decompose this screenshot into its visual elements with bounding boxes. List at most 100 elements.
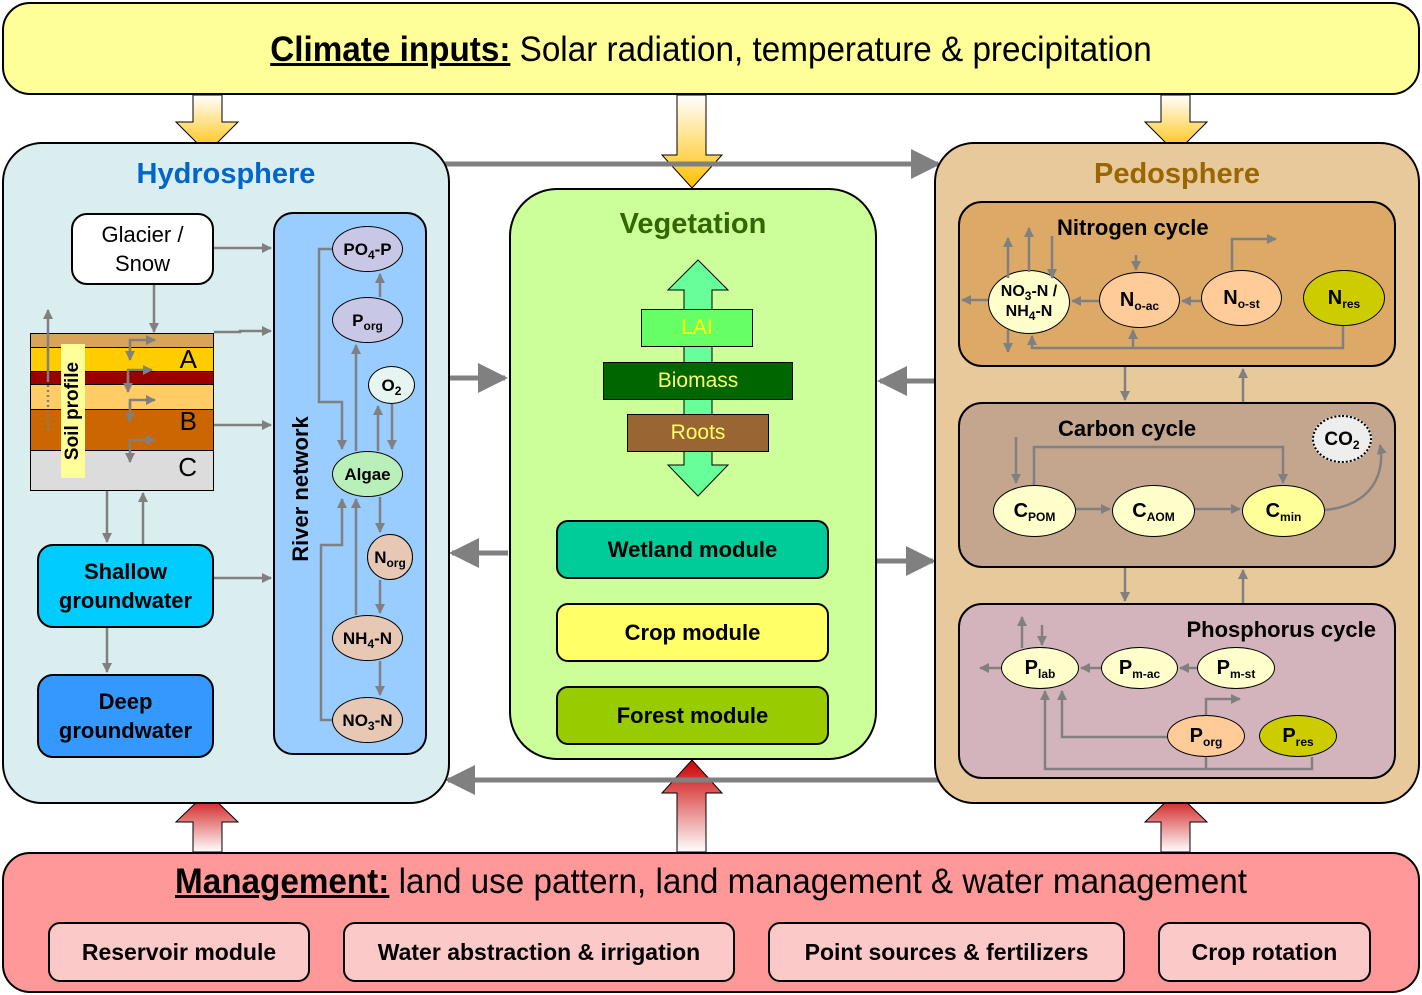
river-node-porg[interactable]: Porg <box>332 297 403 343</box>
forest-module-box[interactable]: Forest module <box>556 686 829 745</box>
management-arrow-vegetation <box>660 759 724 853</box>
norg-sub: org <box>386 555 406 570</box>
deep-groundwater-box[interactable]: Deep groundwater <box>37 674 214 758</box>
plab-main: P <box>1024 656 1038 679</box>
carbon-cycle-title: Carbon cycle <box>1058 416 1197 441</box>
o2-main: O <box>381 375 395 395</box>
reservoir-module-button[interactable]: Reservoir module <box>48 922 310 982</box>
c-node-cmin[interactable]: Cmin <box>1242 485 1325 537</box>
hydrosphere-title: Hydrosphere <box>136 158 316 190</box>
no3nh4-t1: -N / <box>1031 283 1058 300</box>
nres-main: N <box>1327 286 1343 309</box>
noac-main: N <box>1119 288 1135 311</box>
river-node-o2[interactable]: O2 <box>368 366 415 404</box>
roots-bar: Roots <box>627 414 769 452</box>
soil-horizon-a: A <box>179 344 197 374</box>
po4p-tail: -P <box>374 239 392 259</box>
river-node-algae[interactable]: Algae <box>332 451 403 497</box>
n-node-nost[interactable]: No-st <box>1201 270 1282 326</box>
plab-sub: lab <box>1038 666 1056 681</box>
co2-main: CO <box>1324 428 1353 450</box>
co2-sub: 2 <box>1352 437 1360 452</box>
pres-sub: res <box>1295 734 1314 749</box>
deep-groundwater-label: Deep groundwater <box>58 689 193 743</box>
p-node-plab[interactable]: Plab <box>1001 647 1079 689</box>
algae-label: Algae <box>344 464 391 484</box>
river-node-nh4n[interactable]: NH4-N <box>332 615 403 661</box>
p-porg-sub: org <box>1203 734 1223 749</box>
nost-main: N <box>1223 286 1238 309</box>
glacier-snow-label: Glacier / Snow <box>101 222 184 276</box>
c-node-caom[interactable]: CAOM <box>1112 485 1195 537</box>
nost-sub: o-st <box>1237 296 1260 311</box>
po4p-main: PO <box>343 239 368 259</box>
roots-label: Roots <box>670 421 726 444</box>
c-node-cpom[interactable]: CPOM <box>993 485 1076 537</box>
phosphorus-cycle-panel: Phosphorus cycle <box>958 603 1396 779</box>
p-node-pres[interactable]: Pres <box>1259 715 1337 757</box>
n-node-nres[interactable]: Nres <box>1303 270 1385 326</box>
nh4n-tail: -N <box>374 628 393 648</box>
pmac-sub: m-ac <box>1132 666 1161 681</box>
management-text: land use pattern, land management & wate… <box>389 862 1247 901</box>
p-node-pmst[interactable]: Pm-st <box>1197 647 1275 689</box>
p-node-porg[interactable]: Porg <box>1167 715 1245 757</box>
no3nh4-l1: NO <box>1000 283 1025 300</box>
o2-sub: 2 <box>394 383 402 398</box>
water-abstraction-button[interactable]: Water abstraction & irrigation <box>343 922 735 982</box>
pres-main: P <box>1282 724 1296 747</box>
shallow-groundwater-box[interactable]: Shallow groundwater <box>37 544 214 628</box>
river-node-norg[interactable]: Norg <box>367 534 413 580</box>
no3n-main: NO <box>342 710 368 730</box>
pmac-main: P <box>1118 656 1133 679</box>
c-node-co2[interactable]: CO2 <box>1312 415 1372 463</box>
crop-rotation-button[interactable]: Crop rotation <box>1158 922 1371 982</box>
phosphorus-cycle-title: Phosphorus cycle <box>1186 617 1376 642</box>
forest-module-label: Forest module <box>616 703 769 728</box>
caom-sub: AOM <box>1146 509 1175 524</box>
cmin-main: C <box>1265 499 1281 522</box>
crop-module-box[interactable]: Crop module <box>556 603 829 662</box>
no3nh4-s2: 4 <box>1028 309 1036 323</box>
river-node-no3n[interactable]: NO3-N <box>332 697 403 743</box>
soil-horizon-b: B <box>179 406 197 436</box>
crop-rotation-label: Crop rotation <box>1191 938 1338 965</box>
nres-sub: res <box>1342 296 1361 311</box>
pmst-sub: m-st <box>1230 666 1256 681</box>
river-network-label: River network <box>288 416 313 562</box>
shallow-groundwater-label: Shallow groundwater <box>58 559 193 613</box>
wetland-module-box[interactable]: Wetland module <box>556 520 829 579</box>
point-sources-button[interactable]: Point sources & fertilizers <box>768 922 1125 982</box>
climate-inputs-label: Climate inputs: <box>270 30 511 69</box>
wetland-module-label: Wetland module <box>607 537 778 562</box>
glacier-snow-box[interactable]: Glacier / Snow <box>71 213 214 285</box>
norg-main: N <box>374 547 387 567</box>
climate-inputs-banner: Climate inputs: Solar radiation, tempera… <box>2 2 1420 95</box>
vegetation-panel: Vegetation <box>509 188 877 760</box>
crop-module-label: Crop module <box>624 620 761 645</box>
pmst-main: P <box>1216 656 1230 679</box>
soil-horizon-c: C <box>178 452 197 482</box>
cpom-main: C <box>1013 499 1029 522</box>
soil-profile-label-box: Soil profile <box>61 344 85 478</box>
climate-arrow-vegetation <box>660 94 724 189</box>
p-porg-main: P <box>1189 724 1203 747</box>
management-title: Management: land use pattern, land manag… <box>39 862 1382 902</box>
point-sources-label: Point sources & fertilizers <box>804 938 1089 965</box>
nitrogen-cycle-title: Nitrogen cycle <box>1057 215 1209 240</box>
climate-inputs-text: Solar radiation, temperature & precipita… <box>510 30 1152 69</box>
no3nh4-l2: NH <box>1005 303 1029 320</box>
soil-profile-label: Soil profile <box>62 361 83 461</box>
n-node-noac[interactable]: No-ac <box>1099 272 1180 328</box>
climate-inputs-title: Climate inputs: Solar radiation, tempera… <box>39 30 1382 70</box>
n-node-no3-nh4[interactable]: NO3-N /NH4-N <box>988 270 1070 334</box>
biomass-bar: Biomass <box>603 362 793 400</box>
pedosphere-title: Pedosphere <box>1094 158 1260 190</box>
p-node-pmac[interactable]: Pm-ac <box>1101 647 1178 689</box>
no3n-sub: 3 <box>367 718 375 733</box>
vegetation-title: Vegetation <box>619 208 767 240</box>
soil-profile[interactable]: A B C Soil profile <box>30 333 214 491</box>
caom-main: C <box>1132 499 1147 522</box>
reservoir-module-label: Reservoir module <box>81 938 277 965</box>
river-node-po4p[interactable]: PO4-P <box>332 226 403 272</box>
